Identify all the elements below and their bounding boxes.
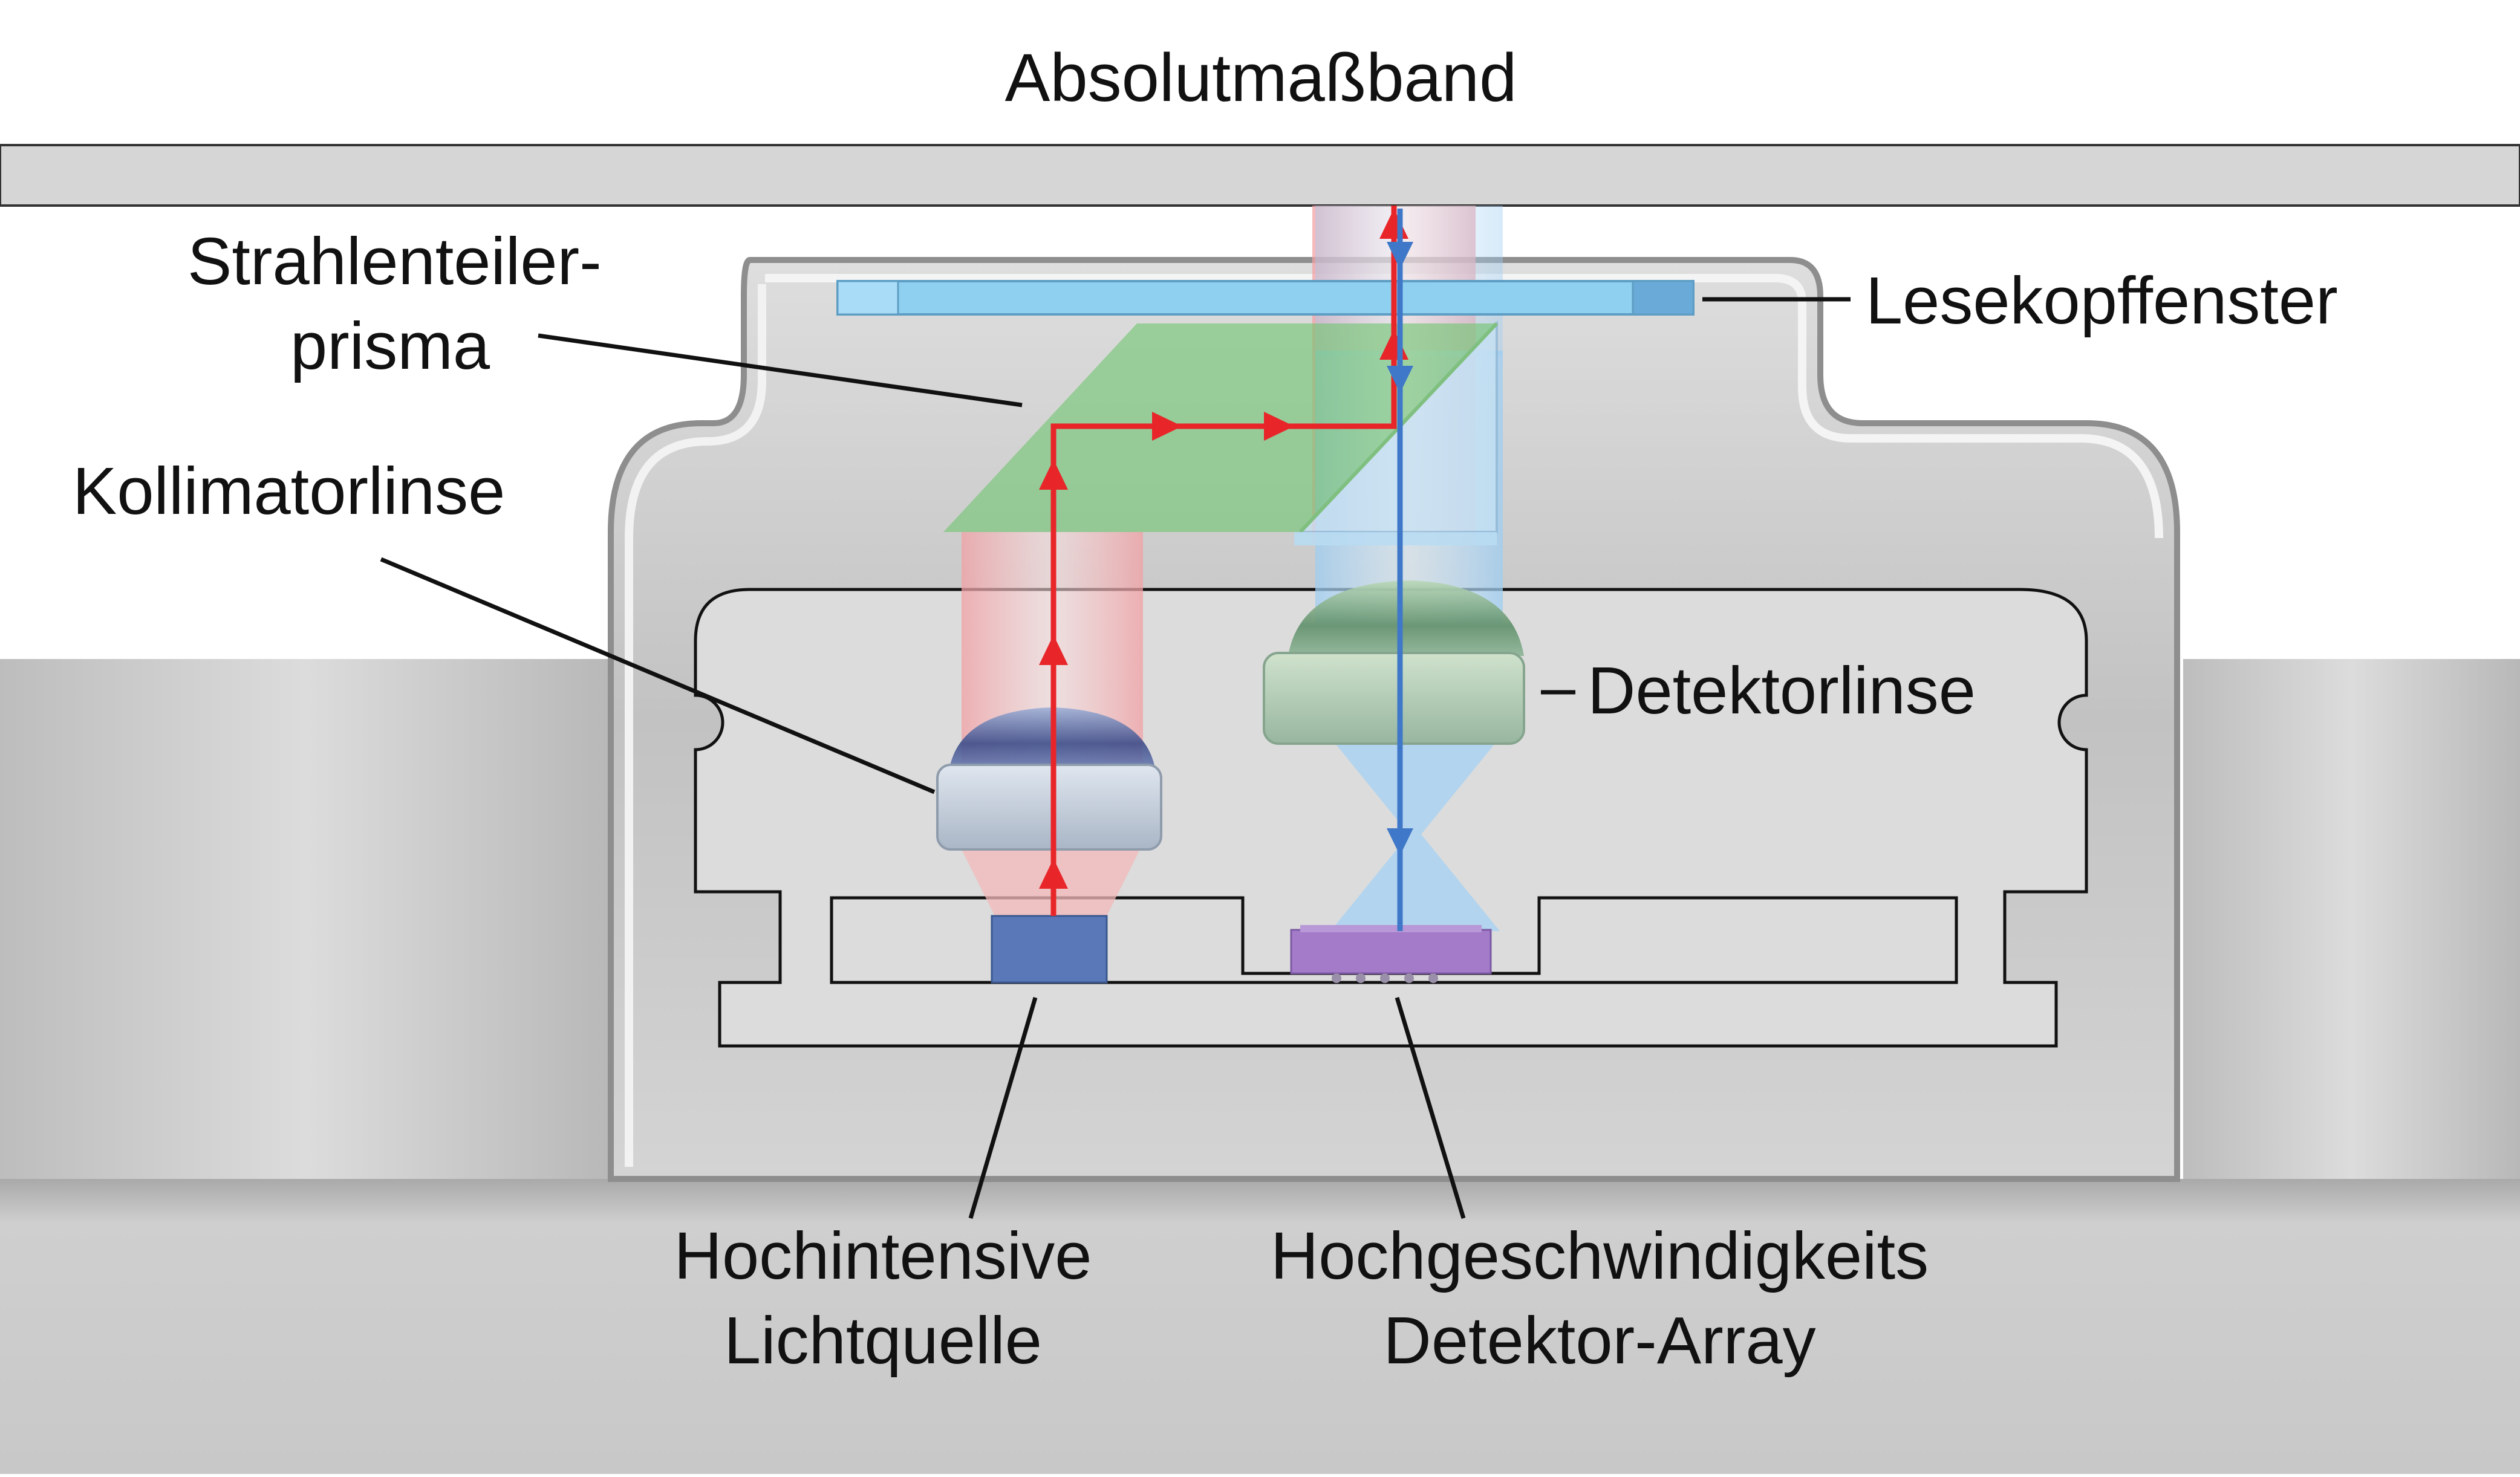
detector-lens <box>1263 580 1525 745</box>
detector-lens-label: Detektorlinse <box>1587 654 1976 728</box>
leader-lines <box>380 297 1851 1219</box>
prism-label-line2: prisma <box>290 309 490 383</box>
array-label-line1: Hochgeschwindigkeits <box>1271 1219 1929 1293</box>
read-head-highlight-left <box>625 284 766 1167</box>
read-head-highlight <box>765 274 2163 539</box>
red-ray-arrows <box>1039 209 1408 889</box>
red-arrow-4 <box>1152 412 1182 441</box>
leader-array <box>1395 996 1466 1219</box>
title-label: Absolutmaßband <box>1005 40 1517 115</box>
red-arrow-2 <box>1039 635 1068 665</box>
prism-label-line1: Strahlenteiler- <box>187 224 602 299</box>
leader-collimator <box>380 557 936 794</box>
blue-arrow-3 <box>1387 828 1413 855</box>
blue-beam-cone <box>1330 738 1500 931</box>
light-source <box>991 915 1108 984</box>
collimator-ring <box>936 764 1162 851</box>
blue-arrow-1 <box>1387 242 1413 269</box>
housing-side-left <box>0 659 611 1179</box>
array-label-line2: Detektor-Array <box>1383 1303 1815 1378</box>
housing-bottom-band <box>0 1179 2520 1474</box>
prism-base <box>1294 532 1497 545</box>
red-ray <box>1050 206 1397 916</box>
housing-side-right <box>2183 659 2520 1179</box>
blue-ray-arrows <box>1387 242 1413 855</box>
window-label: Lesekopffenster <box>1866 264 2338 338</box>
leader-prism <box>538 333 1023 407</box>
detector-dome <box>1288 580 1524 656</box>
red-arrow-1 <box>1039 859 1068 889</box>
collimator-label: Kollimatorlinse <box>73 454 505 528</box>
housing-top-plate <box>0 144 2520 207</box>
blue-arrow-2 <box>1387 366 1413 393</box>
red-arrow-3 <box>1039 459 1068 490</box>
read-head-window <box>836 280 1695 316</box>
source-label-line1: Hochintensive <box>674 1219 1092 1293</box>
red-arrow-5 <box>1264 412 1294 441</box>
leader-source <box>968 997 1038 1219</box>
detector-array <box>1290 925 1492 983</box>
detector-ring <box>1263 652 1525 745</box>
source-label-line2: Lichtquelle <box>724 1303 1042 1378</box>
sensor-board <box>830 896 1958 984</box>
